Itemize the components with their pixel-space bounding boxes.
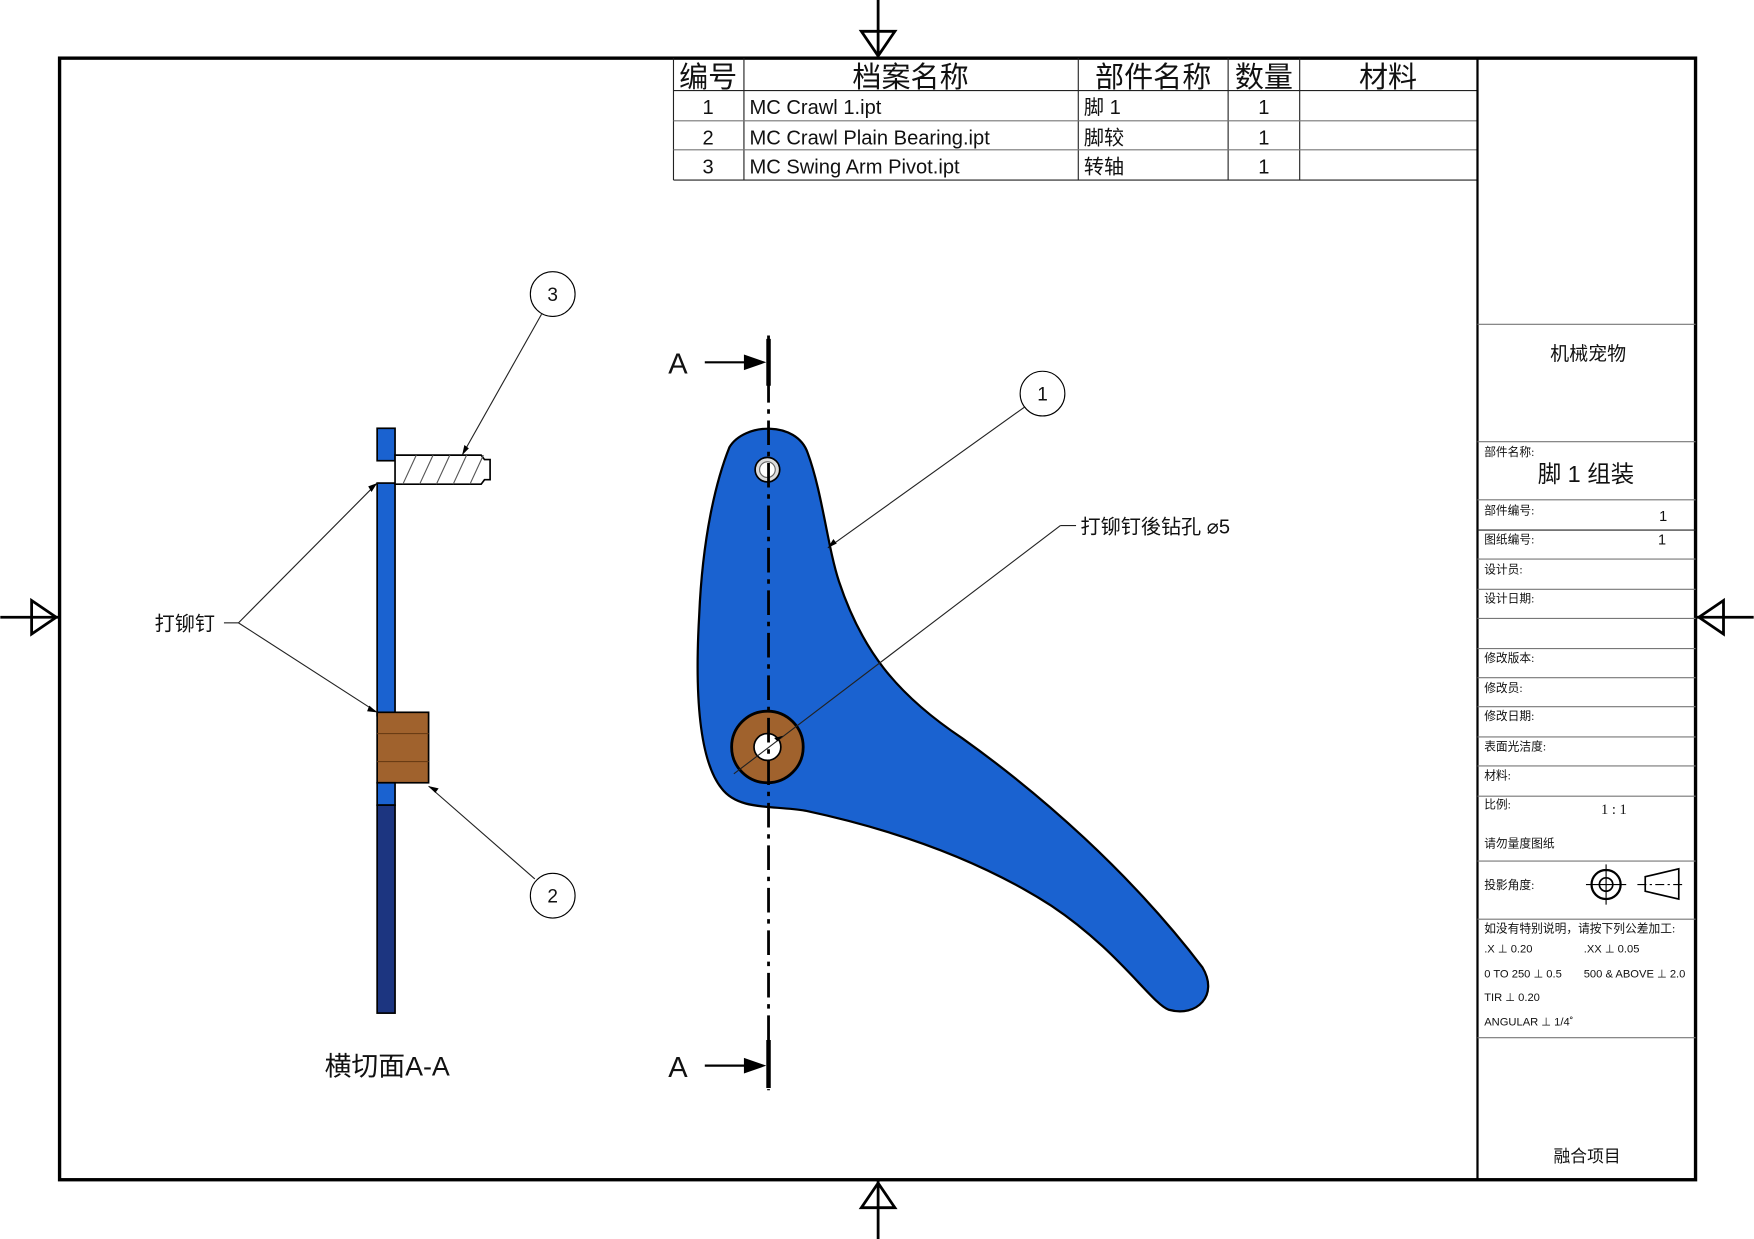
section-view: 横切面A-A 打铆钉 <box>155 313 543 1082</box>
drawing-no: 1 <box>1658 533 1666 549</box>
scale-label: 比例: <box>1484 797 1511 811</box>
title-block: 机械宠物 部件名称: 脚 1 组装 部件编号: 1 图纸编号: 1 设计员: 设… <box>1476 58 1696 1180</box>
bom-row-file: MC Swing Arm Pivot.ipt <box>750 156 961 178</box>
section-caption: 横切面A-A <box>325 1052 450 1082</box>
scale-value: 1 : 1 <box>1601 802 1627 818</box>
bom-row-no: 2 <box>703 127 714 149</box>
balloons: 3 1 2 <box>529 271 1066 919</box>
revision-date-label: 修改日期: <box>1484 709 1534 723</box>
designer-label: 设计员: <box>1484 564 1522 577</box>
bom-row-qty: 1 <box>1258 127 1269 149</box>
drawing-no-label: 图纸编号: <box>1484 532 1534 546</box>
projection-symbol-icon <box>1585 864 1685 905</box>
section-marker-bottom: A <box>668 1052 688 1084</box>
balloon-2: 2 <box>547 886 558 907</box>
pivot-screw <box>394 454 491 486</box>
company-name: 机械宠物 <box>1550 343 1626 365</box>
bom-row-part: 转轴 <box>1084 155 1124 178</box>
bom-row-file: MC Crawl Plain Bearing.ipt <box>750 127 991 149</box>
bom-header-part: 部件名称 <box>1095 61 1211 94</box>
projection-label: 投影角度: <box>1484 878 1534 892</box>
bom-row-no: 3 <box>703 156 714 178</box>
tolerance-intro: 如没有特别说明，请按下列公差加工: <box>1484 922 1675 936</box>
tol-x: .X ⊥ 0.20 <box>1484 944 1532 956</box>
part-no-label: 部件编号: <box>1484 503 1534 517</box>
material-label: 材料: <box>1484 768 1511 782</box>
bom-row-part: 脚 1 <box>1084 96 1121 119</box>
bom-header-qty: 数量 <box>1235 61 1293 94</box>
bom-row-qty: 1 <box>1258 97 1269 119</box>
revision-label: 修改版本: <box>1484 651 1534 665</box>
tol-xx: .XX ⊥ 0.05 <box>1584 944 1640 956</box>
bom-row-no: 1 <box>703 97 714 119</box>
bearing-section <box>376 711 430 784</box>
project-name: 融合项目 <box>1554 1147 1621 1166</box>
part-view: A A 打铆钉後钻孔 ⌀5 <box>668 335 1231 1091</box>
bom-row-qty: 1 <box>1258 156 1269 178</box>
design-date-label: 设计日期: <box>1484 593 1534 606</box>
part-no: 1 <box>1659 509 1667 525</box>
balloon-1: 1 <box>1037 384 1048 405</box>
bom-row-file: MC Crawl 1.ipt <box>750 97 882 119</box>
bom-table: 编号 档案名称 部件名称 数量 材料 1 MC Crawl 1.ipt 脚 1 … <box>672 58 1478 181</box>
hole-note: 打铆钉後钻孔 ⌀5 <box>1081 515 1231 538</box>
bom-header-material: 材料 <box>1359 61 1417 94</box>
tol-500: 500 & ABOVE ⊥ 2.0 <box>1584 968 1686 980</box>
bom-row-part: 脚较 <box>1084 126 1124 149</box>
tol-0-250: 0 TO 250 ⊥ 0.5 <box>1484 968 1562 980</box>
tol-tir: TIR ⊥ 0.20 <box>1484 992 1540 1004</box>
rivet-label: 打铆钉 <box>155 613 215 636</box>
tol-angular: ANGULAR ⊥ 1/4˚ <box>1484 1016 1573 1028</box>
part-name: 脚 1 组装 <box>1538 461 1634 487</box>
sheet-border <box>57 56 1698 1182</box>
leg-part <box>696 427 1210 1013</box>
no-scale-note: 请勿量度图纸 <box>1484 837 1555 851</box>
reviser-label: 修改员: <box>1484 681 1522 695</box>
section-marker-top: A <box>668 348 688 380</box>
surface-label: 表面光洁度: <box>1484 739 1546 753</box>
balloon-3: 3 <box>547 285 558 306</box>
part-name-label: 部件名称: <box>1484 445 1534 459</box>
bom-header-file: 档案名称 <box>852 61 968 94</box>
bom-header-no: 编号 <box>679 61 737 94</box>
